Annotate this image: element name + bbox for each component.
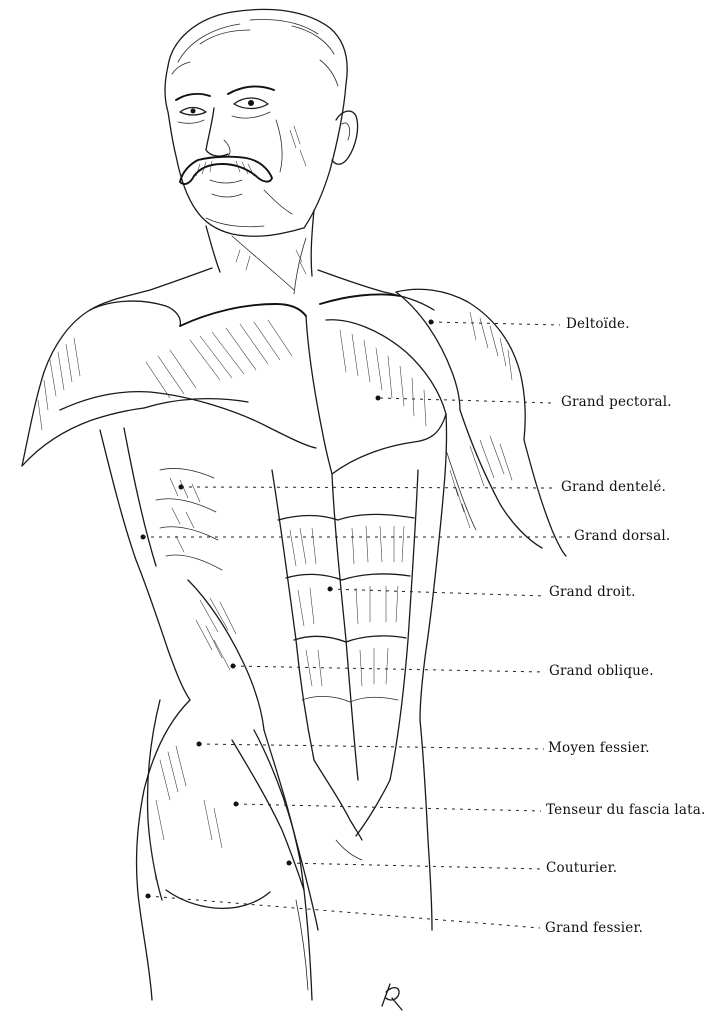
leader-grand-pectoral (380, 398, 553, 403)
ribcage-illustration (100, 414, 476, 720)
leader-couturier (289, 863, 542, 869)
label-tenseur: Tenseur du fascia lata. (546, 802, 706, 818)
chest-illustration (60, 294, 446, 474)
label-deltoide: Deltoïde. (566, 316, 630, 332)
leader-lines (143, 320, 570, 929)
label-grand-oblique: Grand oblique. (549, 663, 654, 679)
label-moyen-fessier: Moyen fessier. (548, 740, 650, 756)
label-couturier: Couturier. (546, 860, 617, 876)
leader-grand-fessier (148, 896, 540, 928)
head-illustration (165, 9, 358, 236)
neck-illustration (206, 210, 314, 294)
abdomen-illustration (188, 470, 418, 780)
label-grand-dentele: Grand dentelé. (561, 479, 666, 495)
leader-moyen-fessier (199, 744, 544, 749)
leader-grand-dentele (181, 487, 557, 488)
leader-tenseur (236, 804, 541, 811)
shoulder-illustration (22, 268, 566, 556)
label-grand-pectoral: Grand pectoral. (561, 394, 672, 410)
label-grand-fessier: Grand fessier. (545, 920, 643, 936)
label-grand-droit: Grand droit. (549, 584, 636, 600)
artist-monogram (382, 984, 402, 1010)
hip-illustration (137, 700, 432, 1000)
leader-grand-oblique (233, 666, 544, 672)
label-grand-dorsal: Grand dorsal. (574, 528, 670, 544)
leader-grand-droit (330, 589, 544, 596)
